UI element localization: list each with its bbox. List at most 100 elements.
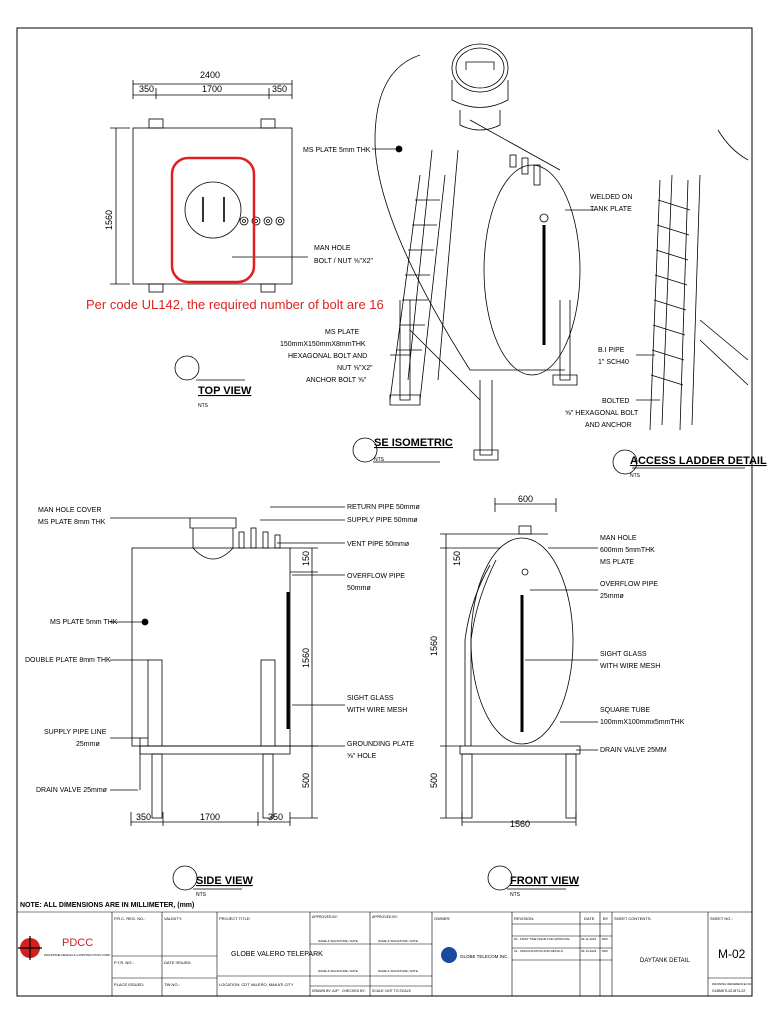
tb-rev2-date: 03-13-2023 — [581, 949, 597, 953]
title-block — [17, 911, 752, 996]
tb-ptr: P.T.R. NO.: — [114, 960, 134, 965]
iso-scale: NTS — [374, 457, 385, 463]
dim-right: 350 — [272, 84, 287, 94]
top-view-scale: NTS — [198, 403, 209, 409]
tb-rev1: 00 - FIRST TIME ISSUE FOR APPROVAL — [514, 937, 571, 941]
ladder-scale: NTS — [630, 473, 641, 479]
iso-bolted-2: ⅝" HEXAGONAL BOLT — [565, 410, 639, 417]
side-overflow-2: 50mmø — [347, 585, 371, 592]
tb-tin: TIN NO.: — [164, 982, 180, 987]
tb-by: BY — [603, 916, 609, 921]
iso-bolted-1: BOLTED — [602, 398, 630, 405]
side-sight-2: WITH WIRE MESH — [347, 707, 407, 714]
iso-bi-pipe-2: 1" SCH40 — [598, 359, 629, 366]
bolt-note: Per code UL142, the required number of b… — [86, 297, 384, 312]
dim-mid: 1700 — [202, 84, 222, 94]
iso-base-5: ANCHOR BOLT ⅝" — [306, 377, 367, 384]
side-supply-line-2: 25mmø — [76, 741, 100, 748]
side-overflow-1: OVERFLOW PIPE — [347, 573, 405, 580]
iso-welded-1: WELDED ON — [590, 194, 632, 201]
sheet-border — [16, 27, 753, 997]
tb-name-sig-1: NAME & SIGNATURE / DATE — [318, 939, 358, 943]
front-view-scale: NTS — [510, 892, 521, 898]
side-dim-mid: 1700 — [200, 812, 220, 822]
iso-ms-plate: MS PLATE 5mm THK — [303, 147, 371, 154]
front-view-title: FRONT VIEW — [510, 875, 580, 887]
side-supply-line-1: SUPPLY PIPE LINE — [44, 729, 107, 736]
tb-rev1-by: DDF — [602, 937, 608, 941]
isometric-view — [352, 43, 595, 463]
front-manhole-1: MAN HOLE — [600, 535, 637, 542]
tb-rev2: 01 - SPECIFICATION AND DETAILS — [514, 949, 563, 953]
side-double-plate: DOUBLE PLATE 8mm THK — [25, 657, 111, 664]
side-view-scale: NTS — [196, 892, 207, 898]
front-sight-2: WITH WIRE MESH — [600, 663, 660, 670]
side-dim-500: 500 — [301, 773, 311, 788]
side-dim-right: 350 — [268, 812, 283, 822]
front-view — [440, 498, 598, 891]
dim-height: 1560 — [104, 210, 114, 230]
iso-bi-pipe-1: B.I PIPE — [598, 347, 625, 354]
dimension-note: NOTE: ALL DIMENSIONS ARE IN MILLIMETER, … — [20, 902, 194, 909]
tb-scale: SCALE: NOT TO SCALE — [372, 989, 412, 993]
front-dim-1560: 1560 — [429, 636, 439, 656]
side-return: RETURN PIPE 50mmø — [347, 504, 420, 511]
front-drain: DRAIN VALVE 25MM — [600, 747, 667, 754]
iso-title: SE ISOMETRIC — [374, 437, 453, 449]
front-tube-2: 100mmX100mmx5mmTHK — [600, 719, 685, 726]
side-supply: SUPPLY PIPE 50mmø — [347, 517, 418, 524]
tb-revision: REVISION: — [514, 916, 534, 921]
front-overflow-2: 25mmø — [600, 593, 624, 600]
tb-project-title: GLOBE VALERO TELEPARK — [231, 951, 323, 958]
tb-sheet-contents: SHEET CONTENTS: — [614, 916, 652, 921]
tb-location: LOCATION: CDT VALERO, MAKATI CITY — [219, 982, 294, 987]
tb-approved-2: APPROVED BY: — [372, 915, 398, 919]
side-view — [110, 506, 345, 891]
side-dim-1560: 1560 — [301, 648, 311, 668]
highlight-box — [170, 156, 256, 284]
dim-overall: 2400 — [200, 70, 220, 80]
side-view-title: SIDE VIEW — [196, 875, 253, 887]
tb-name-sig-4: NAME & SIGNATURE / DATE — [378, 969, 418, 973]
top-view — [110, 80, 308, 381]
side-dim-150: 150 — [301, 551, 311, 566]
top-view-title: TOP VIEW — [198, 385, 252, 397]
ladder-detail — [612, 129, 749, 475]
tb-owner-name: GLOBE TELECOM INC. — [460, 954, 509, 959]
tb-validity: VALIDITY: — [164, 916, 182, 921]
tb-ref-label: DRAWING REFERENCE NO. — [712, 982, 752, 986]
tb-owner: OWNER: — [434, 916, 450, 921]
iso-welded-2: TANK PLATE — [590, 206, 632, 213]
tb-date: DATE — [584, 916, 595, 921]
ladder-title: ACCESS LADDER DETAIL — [630, 455, 767, 467]
tb-name-sig-2: NAME & SIGNATURE / DATE — [378, 939, 418, 943]
front-manhole-2: 600mm 5mmTHK — [600, 547, 655, 554]
front-tube-1: SQUARE TUBE — [600, 707, 650, 714]
tb-rev2-by: DDF — [602, 949, 608, 953]
tb-logo: PDCC — [62, 937, 93, 949]
tb-checked: CHECKED BY: — [342, 989, 366, 993]
tb-sheet-no-label: SHEET NO.: — [710, 916, 733, 921]
tb-date-issued: DATE ISSUED: — [164, 960, 192, 965]
tb-place: PLACE ISSUED: — [114, 982, 144, 987]
manhole-label-1: MAN HOLE — [314, 245, 351, 252]
tb-approved-1: APPROVED BY: — [312, 915, 338, 919]
iso-base-3: HEXAGONAL BOLT AND — [288, 353, 367, 360]
tb-sheet-no: M-02 — [718, 947, 746, 961]
tb-prc: P.R.C. REG. NO.: — [114, 916, 146, 921]
front-dim-150: 150 — [452, 551, 462, 566]
tb-ref-no: GLBMKTL02-M74-22 — [712, 989, 745, 993]
side-sight-1: SIGHT GLASS — [347, 695, 394, 702]
side-dim-left: 350 — [136, 812, 151, 822]
manhole-label-2: BOLT / NUT ⅝"X2" — [314, 258, 374, 265]
iso-bolted-3: AND ANCHOR — [585, 422, 632, 429]
iso-base-1: MS PLATE — [325, 329, 359, 336]
side-grounding-2: ⅝" HOLE — [347, 753, 377, 760]
tb-sheet-title: DAYTANK DETAIL — [640, 958, 690, 964]
tb-rev1-date: 03-11-2023 — [581, 937, 596, 941]
side-vent: VENT PIPE 50mmø — [347, 541, 410, 548]
side-manhole-2: MS PLATE 8mm THK — [38, 519, 106, 526]
tb-logo-sub: PHILIPPINE DESIGN & CONSTRUCTION CORP. — [44, 953, 111, 957]
front-sight-1: SIGHT GLASS — [600, 651, 647, 658]
